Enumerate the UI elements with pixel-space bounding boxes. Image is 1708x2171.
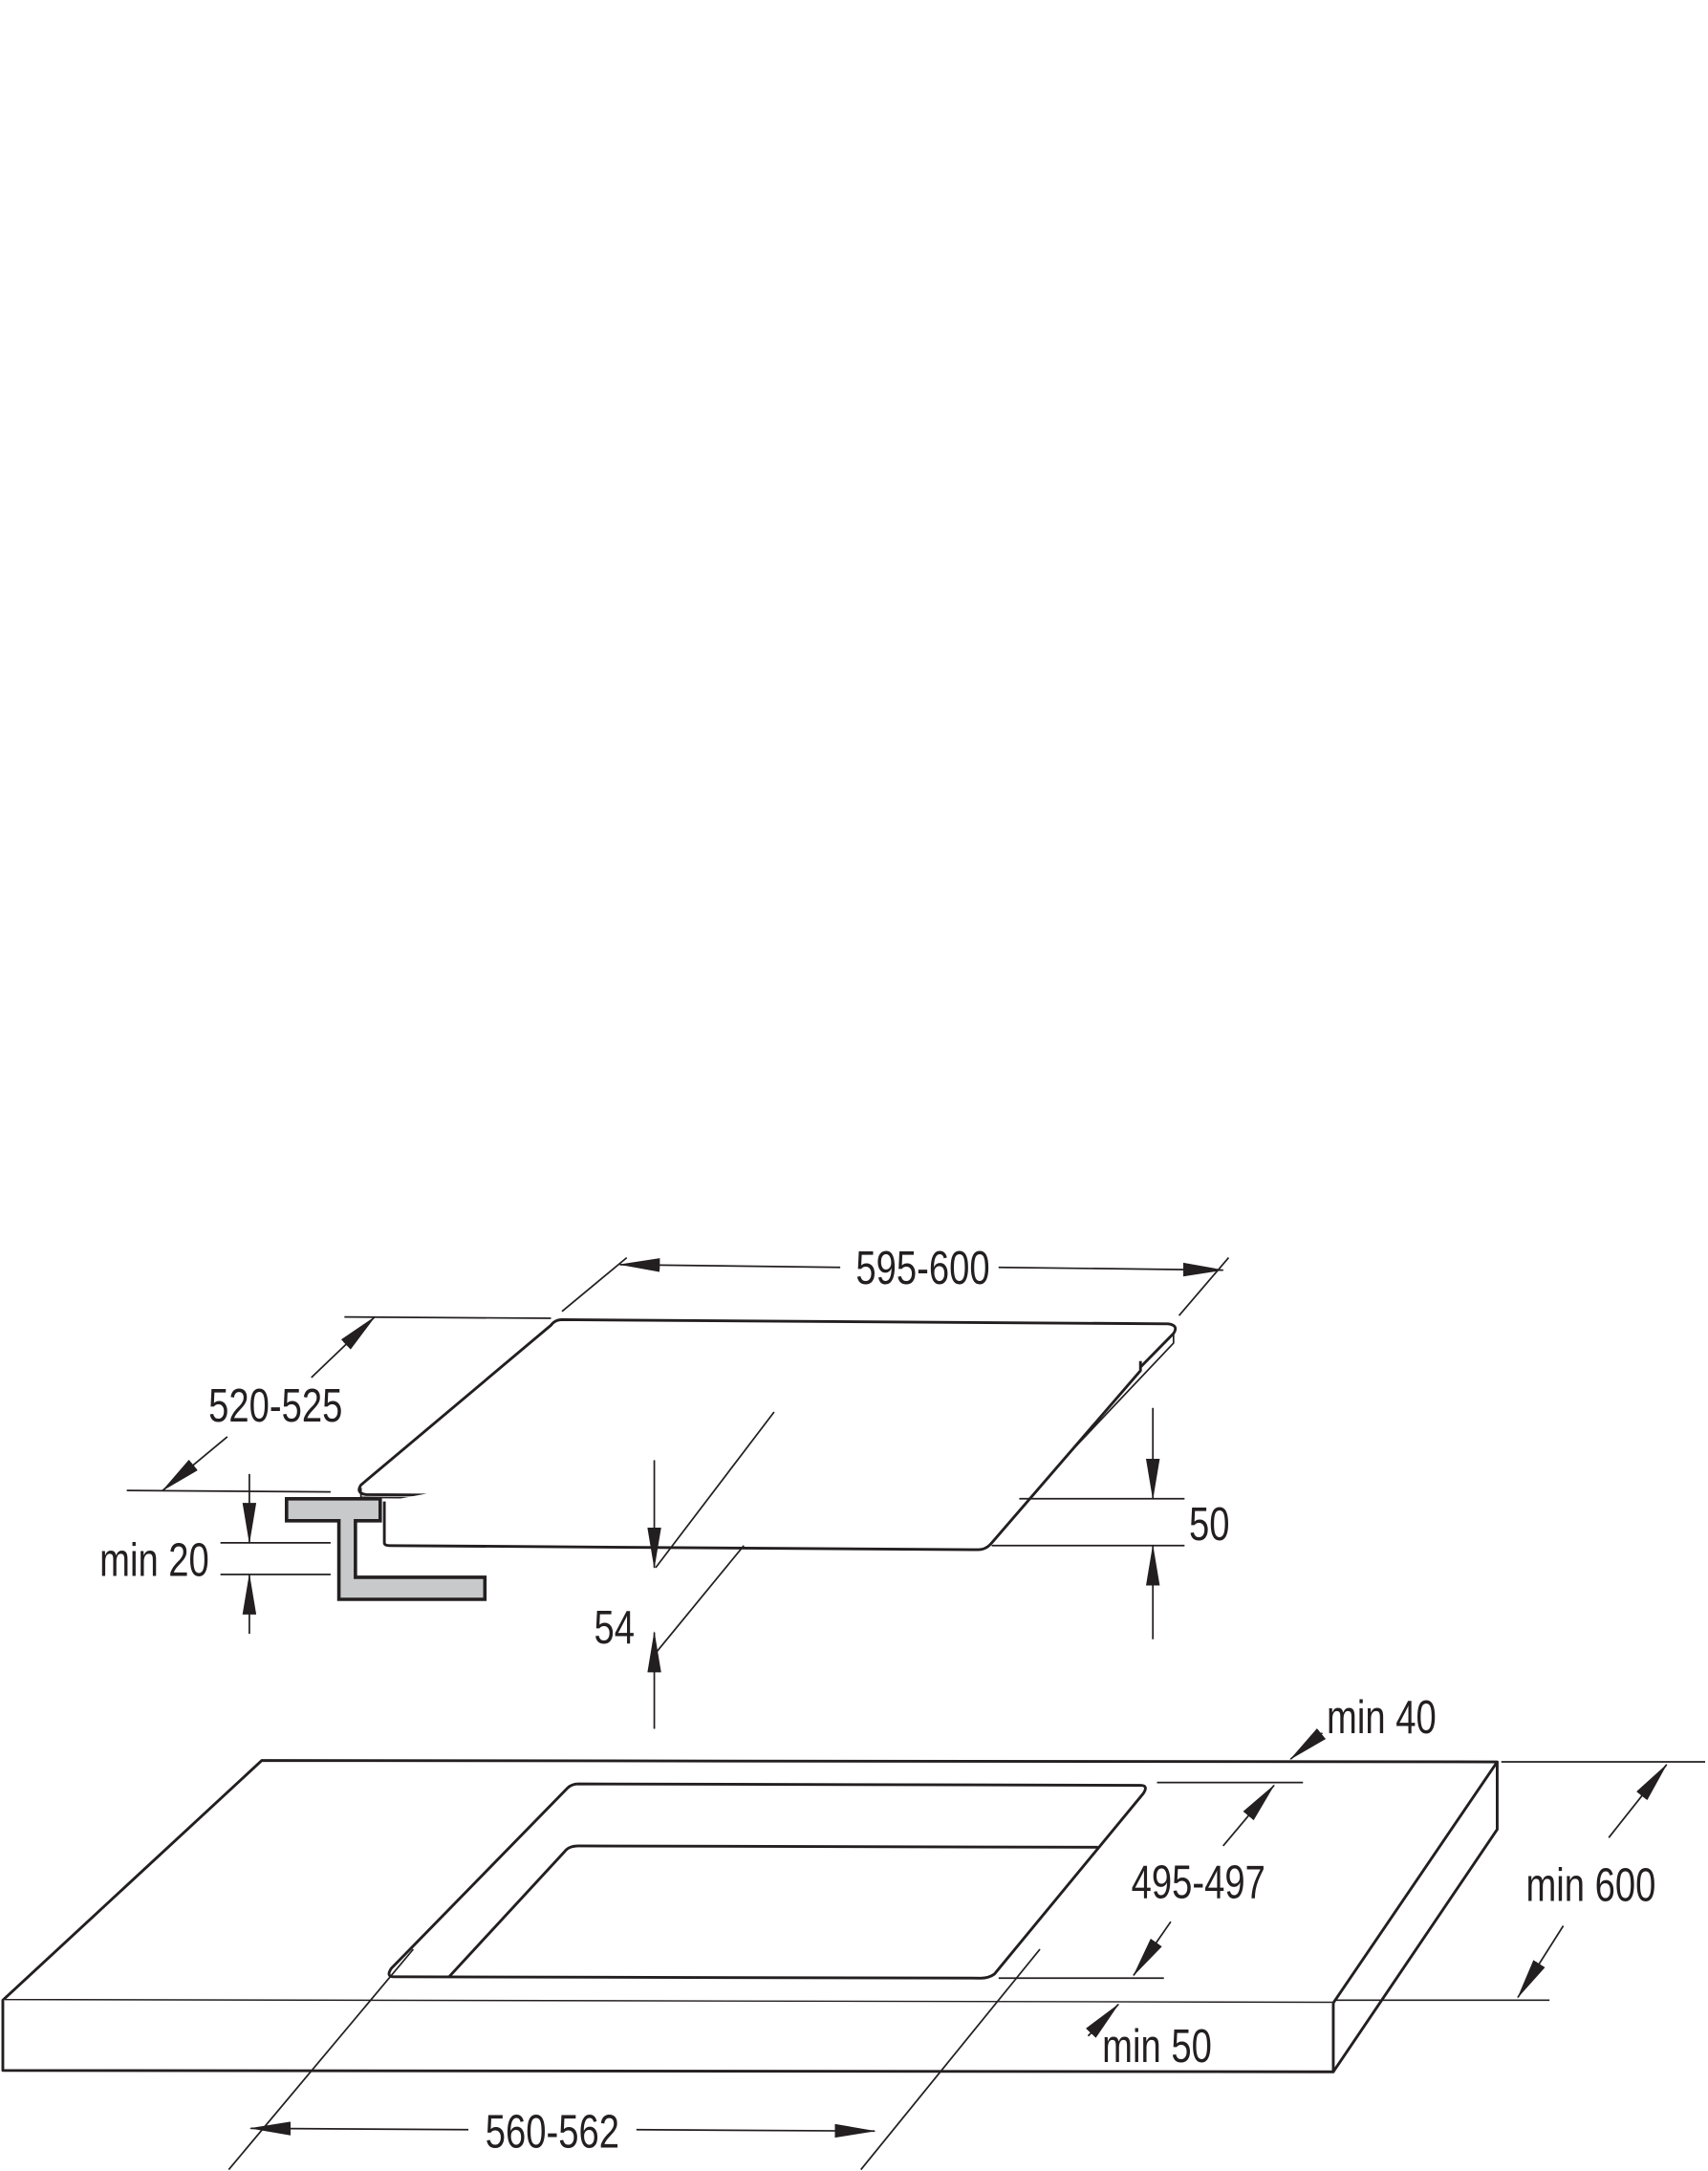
dimension-rear-clearance: min 40 <box>1157 1691 1437 1784</box>
cutout-inner-edge <box>447 1844 1098 1978</box>
hob-body <box>382 1360 1142 1552</box>
dimension-hob-width: 595-600 <box>561 1243 1230 1316</box>
hob <box>357 1318 1178 1552</box>
worktop-side <box>1331 1762 1499 2073</box>
dimension-front-clearance: min 50 <box>1086 2003 1212 2073</box>
dimension-cutout-depth: 495-497 <box>998 1784 1275 1980</box>
hob-height-label: 50 <box>1189 1499 1229 1552</box>
worktop-cutout <box>387 1782 1147 1980</box>
hob-depth-label: 520-525 <box>208 1380 342 1433</box>
rear-clearance-label: min 40 <box>1327 1691 1437 1744</box>
dimension-hob-depth: 520-525 <box>126 1315 551 1493</box>
dimension-hob-depth-below: 54 <box>595 1411 775 1729</box>
dimension-hob-height: 50 <box>991 1407 1230 1639</box>
worktop <box>1 1759 1499 2073</box>
dimension-bracket: min 20 <box>99 1473 331 1635</box>
dimension-worktop-depth: min 600 <box>1335 1761 1706 2002</box>
cutout-depth-label: 495-497 <box>1132 1856 1265 1909</box>
worktop-depth-label: min 600 <box>1525 1859 1655 1912</box>
depth-below-label: 54 <box>595 1602 635 1655</box>
dimension-cutout-width: 560-562 <box>227 1948 1041 2171</box>
front-clearance-label: min 50 <box>1102 2021 1212 2073</box>
bracket-label: min 20 <box>99 1534 209 1587</box>
hob-width-label: 595-600 <box>855 1243 989 1295</box>
worktop-front <box>1 2000 1335 2073</box>
mounting-bracket <box>285 1496 487 1601</box>
cutout-width-label: 560-562 <box>486 2106 619 2159</box>
